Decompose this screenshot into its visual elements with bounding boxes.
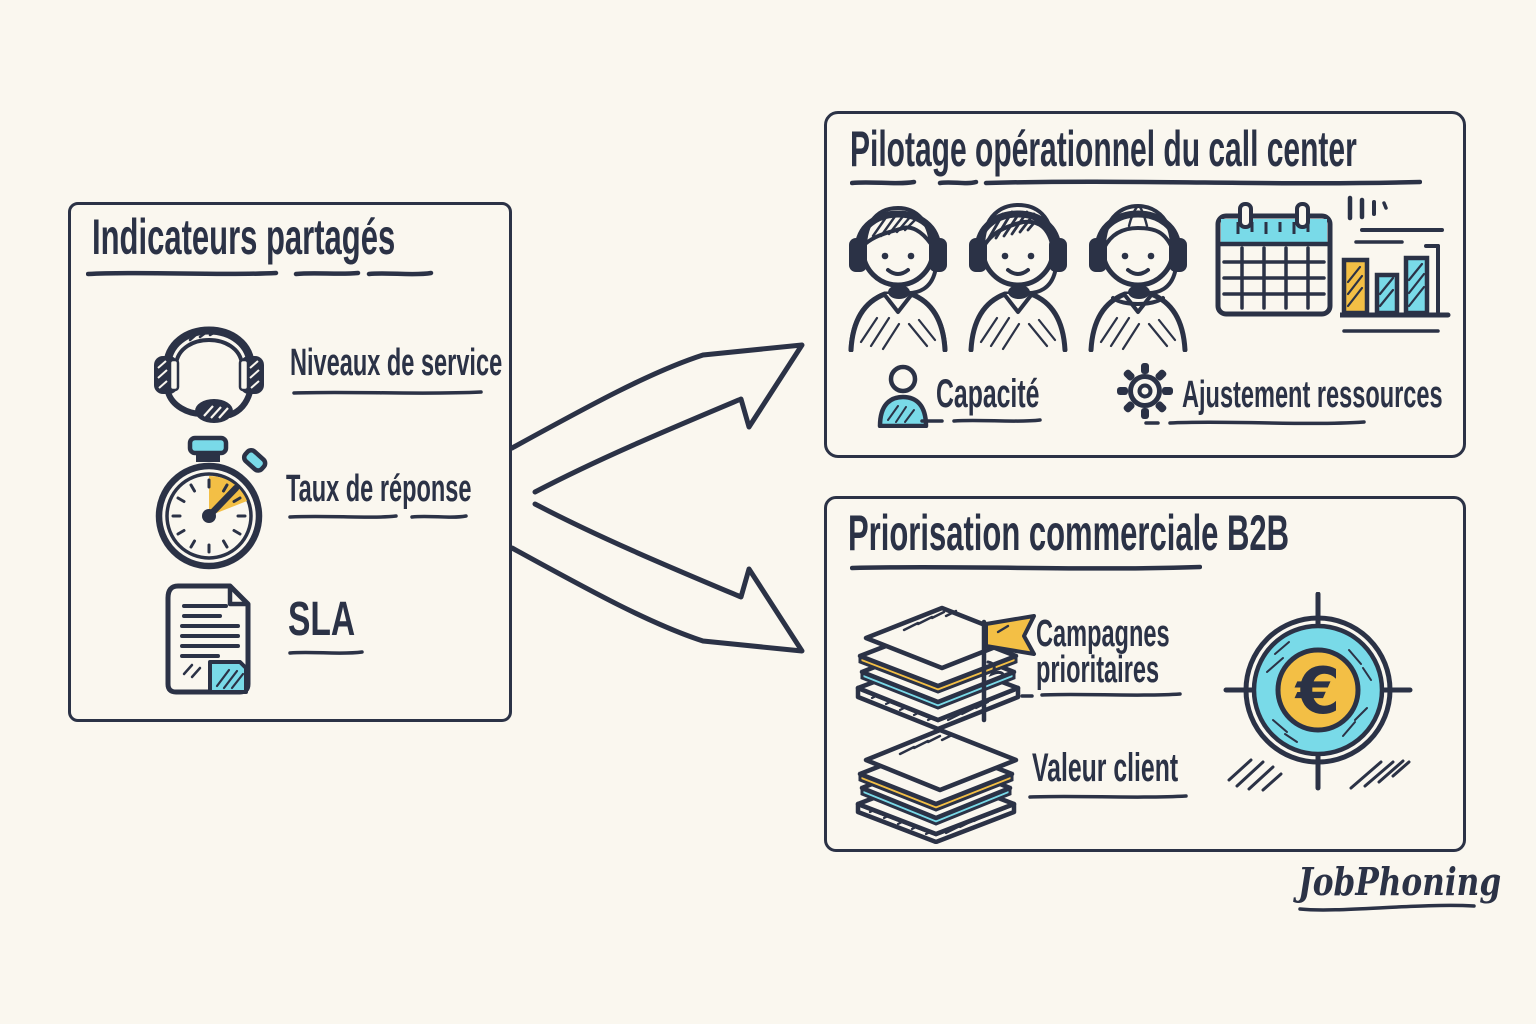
label-underline [288,650,364,655]
panel-indicateurs-title: Indicateurs partagés [92,209,396,265]
headset-icon [154,326,264,423]
person-icon [877,364,929,428]
document-icon [165,583,251,695]
panel-priorisation-title: Priorisation commerciale B2B [848,505,1290,561]
label-underline [1028,794,1188,799]
label-campagnes-prioritaires: Campagnes prioritaires [1036,613,1170,691]
jobphoning-logo-text: JobPhoning [1298,859,1502,904]
label-underline [920,418,1042,423]
logo-underline [1298,903,1476,912]
arrow-to-priorisation [509,501,805,654]
label-niveaux-de-service: Niveaux de service [290,342,503,384]
flagged-paper-stack-icon [855,605,1036,732]
title-underline [850,179,1422,186]
label-sla: SLA [288,593,356,646]
panel-pilotage [824,111,1466,458]
title-underline [850,564,1202,571]
paper-stack-icon [855,727,1019,844]
call-agents-illustration [848,203,1193,352]
label-capacite: Capacité [936,372,1040,416]
label-underline [288,514,468,519]
jobphoning-logo: JobPhoning [1298,862,1501,922]
euro-target-icon: € [1223,592,1413,792]
label-underline [1020,692,1182,698]
label-valeur-client: Valeur client [1032,746,1179,790]
calendar-icon [1215,202,1333,317]
label-taux-de-reponse: Taux de réponse [286,468,472,510]
gear-icon [1117,363,1173,419]
panel-priorisation [824,496,1466,852]
title-underline [86,270,434,277]
label-ajustement-ressources: Ajustement ressources [1182,374,1443,416]
stopwatch-icon [155,435,268,570]
euro-symbol: € [1294,655,1341,729]
label-underline [1144,420,1366,426]
panel-pilotage-title: Pilotage opérationnel du call center [850,121,1357,177]
label-underline [292,390,483,395]
bar-chart-icon [1340,195,1451,333]
